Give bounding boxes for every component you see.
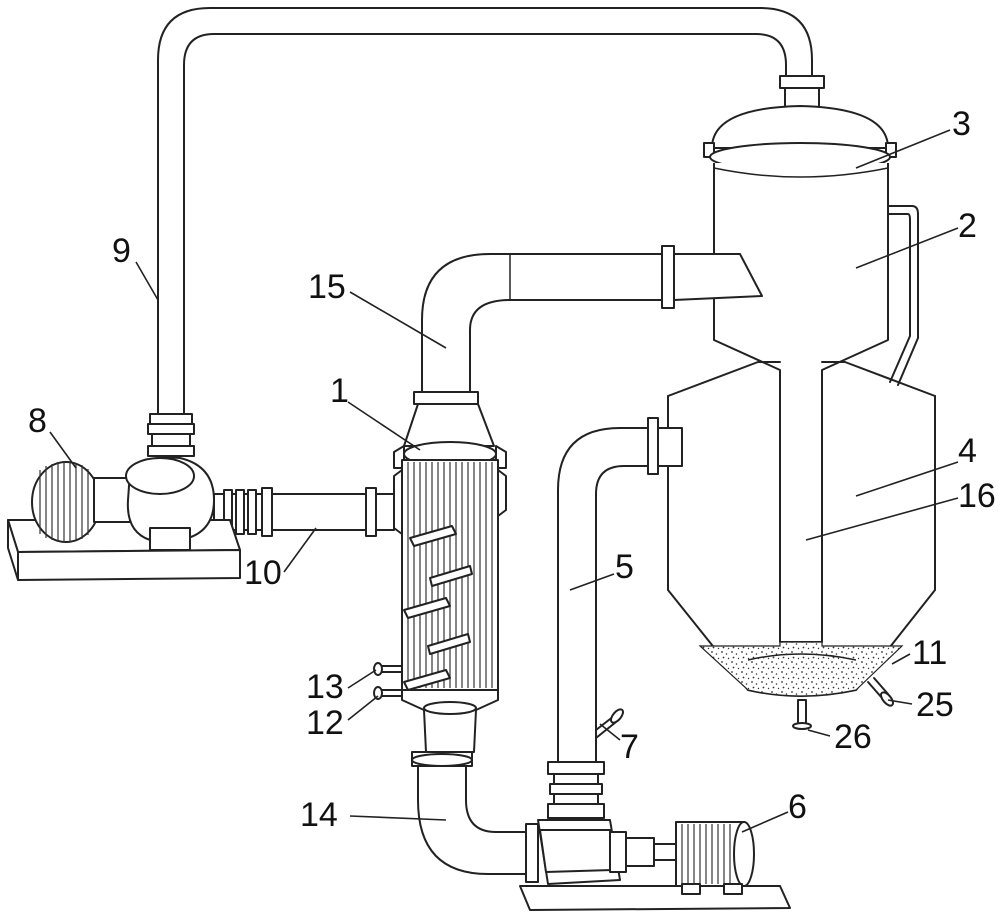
part-labels: 1 2 3 4 5 6 7 8 9 10 11 12 13 14 15 16 2… [28, 105, 996, 834]
label-14: 14 [300, 796, 338, 834]
label-10: 10 [244, 554, 282, 592]
label-25: 25 [916, 686, 954, 724]
label-6: 6 [788, 788, 807, 826]
label-7: 7 [620, 728, 639, 766]
label-9: 9 [112, 232, 131, 270]
collection-vessel-4 [667, 361, 936, 730]
return-pipe-9 [157, 7, 813, 421]
pipe-14 [417, 765, 539, 883]
label-15: 15 [308, 268, 346, 306]
label-16: 16 [958, 477, 996, 515]
center-tube-16 [779, 370, 823, 642]
label-5: 5 [615, 548, 634, 586]
label-1: 1 [330, 372, 349, 410]
label-11: 11 [912, 634, 947, 672]
pipe-5 [547, 417, 683, 819]
label-3: 3 [952, 105, 971, 143]
granule-bed-11 [698, 641, 904, 697]
pump-6 [519, 819, 791, 911]
heat-exchanger-1 [373, 441, 507, 767]
pipe-10 [213, 487, 395, 537]
inlet-pipe-15 [403, 245, 763, 447]
leader-lines [49, 129, 959, 833]
blower-8 [7, 413, 241, 581]
label-12: 12 [306, 704, 344, 742]
separator-tank-2 [703, 75, 919, 643]
label-26: 26 [834, 718, 872, 756]
label-4: 4 [958, 432, 977, 470]
label-2: 2 [958, 207, 977, 245]
label-13: 13 [306, 668, 344, 706]
label-8: 8 [28, 402, 47, 440]
